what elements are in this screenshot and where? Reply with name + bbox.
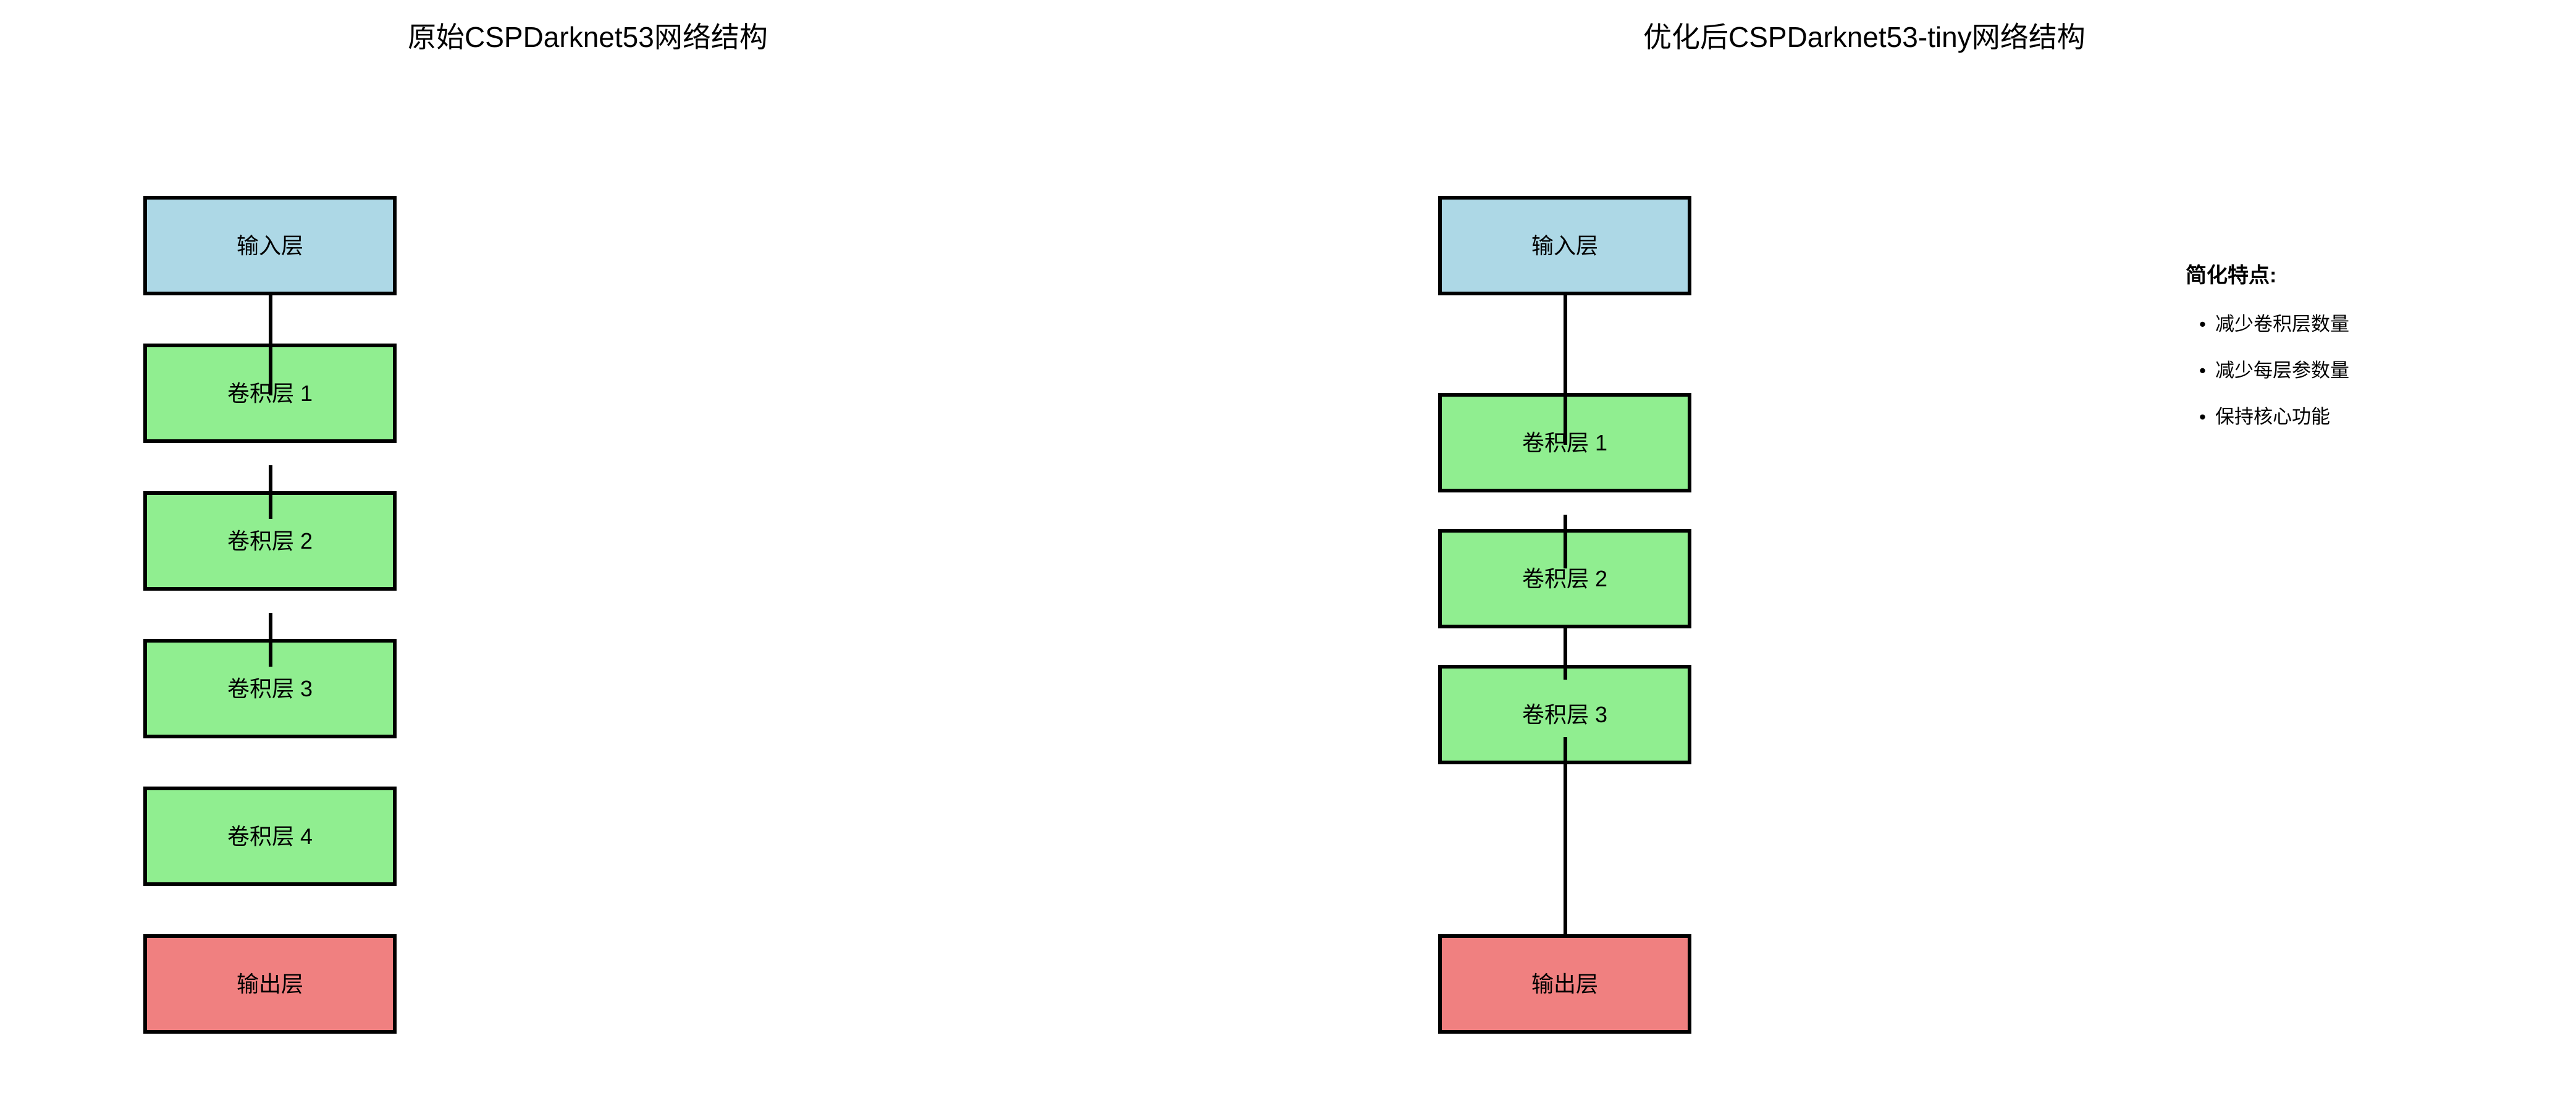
edge-conv3-to-output-right (1564, 737, 1567, 936)
simplification-notes-panel: 简化特点: • 减少卷积层数量 • 减少每层参数量 • 保持核心功能 (2186, 258, 2507, 454)
node-label: 输出层 (236, 971, 303, 997)
node-label: 输入层 (236, 232, 303, 258)
node-label: 输出层 (1531, 971, 1598, 997)
note-item-reduce-conv-layers: • 减少卷积层数量 (2199, 314, 2507, 334)
node-label: 卷积层 3 (1522, 701, 1608, 727)
node-conv4-left[interactable]: 卷积层 4 (143, 787, 397, 886)
right-diagram-title: 优化后CSPDarknet53-tiny网络结构 (1643, 21, 2086, 53)
node-output-left[interactable]: 输出层 (143, 934, 397, 1034)
node-label: 卷积层 4 (227, 823, 313, 849)
node-label: 卷积层 3 (227, 675, 313, 701)
note-item-reduce-params: • 减少每层参数量 (2199, 361, 2507, 380)
node-input-left[interactable]: 输入层 (143, 196, 397, 295)
notes-heading: 简化特点: (2186, 264, 2277, 287)
edge-input-to-conv1-right (1564, 292, 1567, 445)
node-label: 卷积层 2 (227, 528, 313, 554)
node-output-right[interactable]: 输出层 (1438, 934, 1691, 1034)
edge-conv1-to-conv2-left (269, 465, 272, 519)
edge-conv2-to-conv3-right (1564, 626, 1567, 680)
node-input-right[interactable]: 输入层 (1438, 196, 1691, 295)
note-text: 减少卷积层数量 (2215, 313, 2349, 335)
bullet-icon: • (2199, 313, 2206, 335)
node-label: 输入层 (1531, 232, 1598, 258)
edge-conv1-to-conv2-right (1564, 515, 1567, 568)
bullet-icon: • (2199, 360, 2206, 381)
edge-conv2-to-conv3-left (269, 613, 272, 667)
node-label: 卷积层 2 (1522, 565, 1608, 591)
note-text: 减少每层参数量 (2215, 360, 2349, 381)
left-diagram-title: 原始CSPDarknet53网络结构 (408, 21, 768, 53)
note-item-keep-core-function: • 保持核心功能 (2199, 407, 2507, 426)
note-text: 保持核心功能 (2215, 406, 2330, 428)
edge-input-to-conv1-left (269, 292, 272, 395)
bullet-icon: • (2199, 406, 2206, 428)
